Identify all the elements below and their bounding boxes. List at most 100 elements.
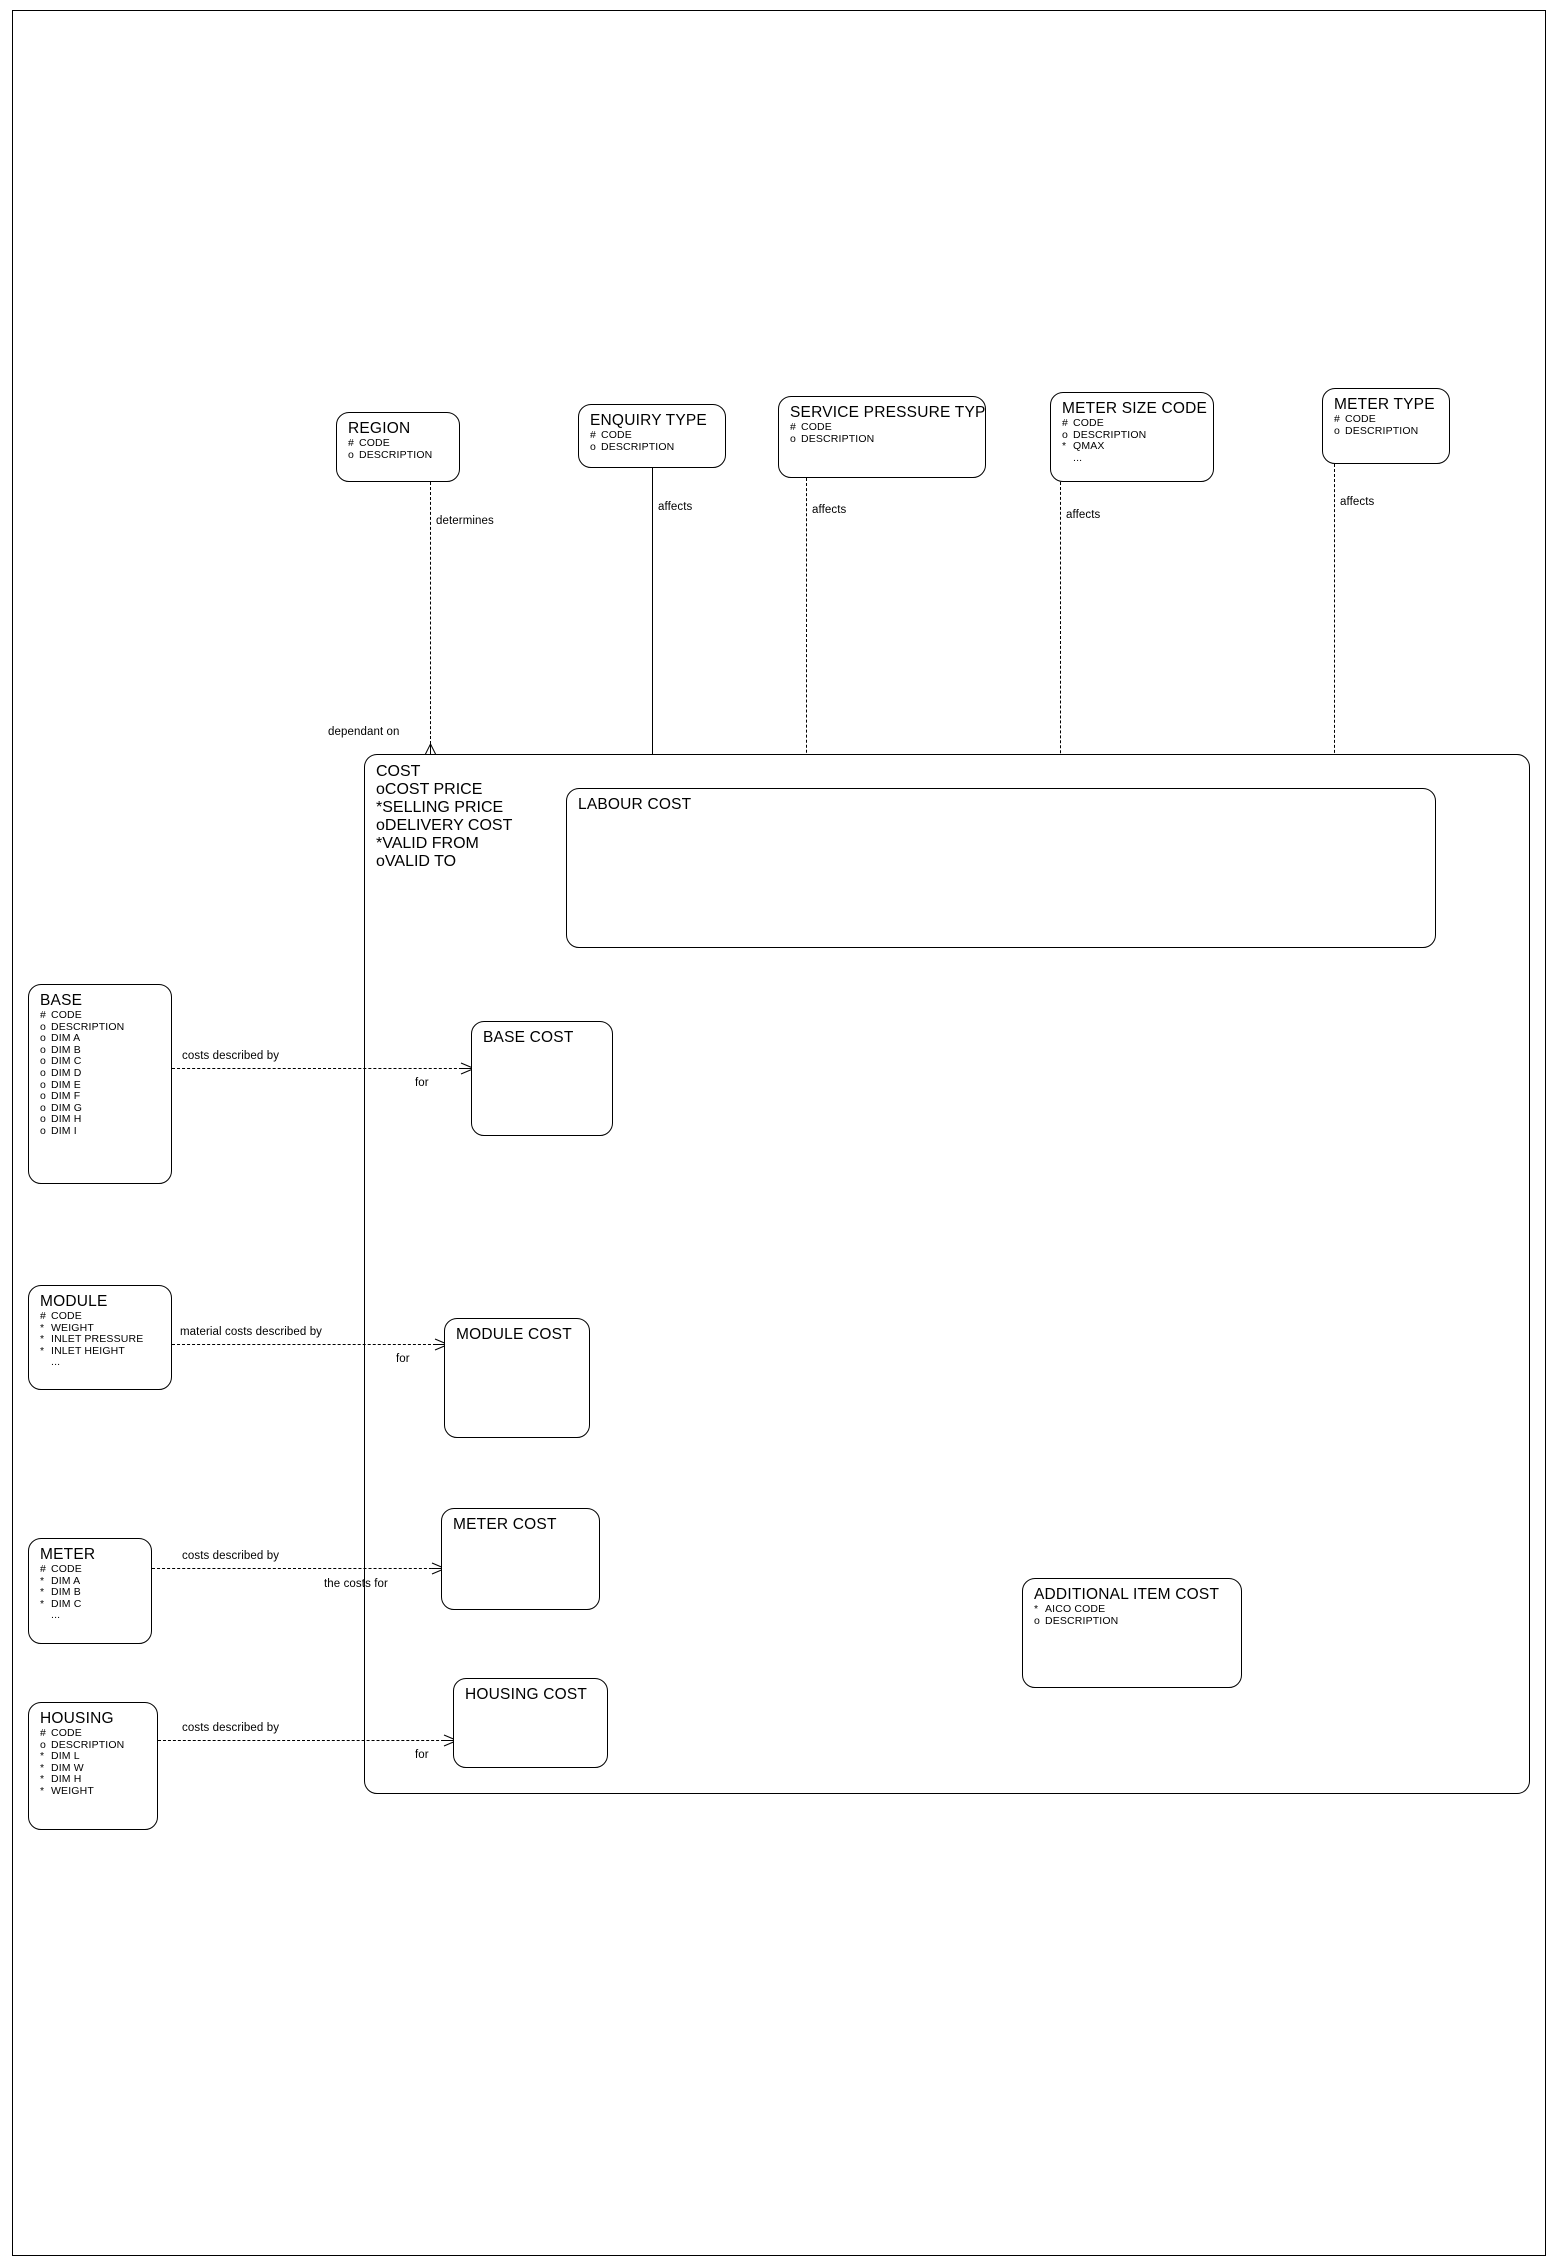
attribute-label: CODE	[51, 1310, 82, 1322]
entity-housing-cost[interactable]: HOUSING COST	[453, 1678, 608, 1768]
connector-module-to-module-cost	[172, 1344, 446, 1345]
attribute-marker: o	[1062, 428, 1068, 441]
entity-cost-attributes: oCOST PRICE *SELLING PRICE oDELIVERY COS…	[376, 781, 512, 871]
attribute-label: DELIVERY COST	[384, 817, 513, 834]
entity-labour-cost[interactable]: LABOUR COST	[566, 788, 1436, 948]
attribute-label: CODE	[359, 437, 390, 449]
attribute-label: VALID FROM	[382, 835, 479, 852]
attribute-label: CODE	[1073, 417, 1104, 429]
attribute-row: oDELIVERY COST	[376, 817, 512, 835]
entity-module[interactable]: MODULE #CODE *WEIGHT *INLET PRESSURE *IN…	[28, 1285, 172, 1390]
entity-cost-text-block: COST oCOST PRICE *SELLING PRICE oDELIVER…	[376, 763, 512, 871]
attribute-label: DIM A	[51, 1574, 81, 1587]
attribute-label: COST PRICE	[384, 781, 483, 798]
attribute-label: CODE	[51, 1563, 82, 1575]
attribute-label: INLET PRESSURE	[51, 1333, 144, 1346]
attribute-label: DESCRIPTION	[51, 1738, 125, 1751]
attribute-label: DIM G	[51, 1101, 83, 1114]
label-meter-costs-described-by: costs described by	[182, 1550, 280, 1562]
entity-base-cost[interactable]: BASE COST	[471, 1021, 613, 1136]
attribute-row: *WEIGHT	[40, 1321, 162, 1335]
label-enquiry-affects: affects	[658, 501, 693, 513]
attribute-marker: o	[40, 1090, 46, 1103]
attribute-row: *DIM W	[40, 1761, 148, 1775]
attribute-marker: o	[1034, 1614, 1040, 1627]
attribute-label: INLET HEIGHT	[51, 1344, 125, 1357]
attribute-marker: o	[376, 817, 385, 834]
attribute-row: *AICO CODE	[1034, 1603, 1232, 1616]
attribute-label: DESCRIPTION	[359, 448, 433, 461]
entity-base-title: BASE	[40, 992, 83, 1009]
attribute-label: DIM F	[51, 1090, 81, 1103]
label-base-cost-for: for	[415, 1077, 429, 1089]
attribute-row: o DIM F	[40, 1090, 162, 1103]
attribute-marker: *	[40, 1574, 45, 1587]
attribute-label: DIM H	[51, 1113, 82, 1126]
attribute-marker: *	[40, 1784, 45, 1797]
attribute-row: oVALID TO	[376, 853, 512, 871]
attribute-row: *QMAX	[1062, 440, 1204, 453]
attribute-label: CODE	[601, 429, 632, 441]
attribute-label: ...	[1073, 451, 1083, 464]
entity-module-cost[interactable]: MODULE COST	[444, 1318, 590, 1438]
attribute-row: *DIM L	[40, 1750, 148, 1763]
attribute-label: DIM H	[51, 1773, 82, 1786]
attribute-marker: o	[376, 781, 385, 798]
attribute-row: #CODE	[40, 1727, 148, 1740]
attribute-marker: #	[40, 1563, 46, 1575]
attribute-label: DIM A	[51, 1032, 81, 1045]
attribute-marker: #	[1062, 417, 1068, 429]
entity-meter-size-code-title: METER SIZE CODE	[1062, 400, 1208, 417]
label-cost-dependant-on: dependant on	[328, 726, 400, 738]
attribute-marker: *	[40, 1333, 45, 1346]
entity-meter-cost[interactable]: METER COST	[441, 1508, 600, 1610]
attribute-marker: *	[376, 835, 383, 852]
entity-service-pressure-type-title: SERVICE PRESSURE TYPE	[790, 404, 986, 421]
attribute-marker: o	[1334, 424, 1340, 437]
attribute-row: * DIM A	[40, 1574, 142, 1588]
attribute-marker: *	[40, 1773, 45, 1786]
attribute-marker: *	[1034, 1603, 1039, 1615]
attribute-marker: *	[40, 1321, 45, 1334]
attribute-row: ...	[40, 1610, 142, 1622]
attribute-row: *INLET HEIGHT	[40, 1344, 162, 1358]
attribute-label: SELLING PRICE	[382, 799, 504, 816]
attribute-label: DIM D	[51, 1066, 82, 1079]
entity-meter-attributes: #CODE *DIM A *DIM B *DIM C ...	[40, 1563, 142, 1622]
connector-enquiry-to-labour-cost	[652, 468, 653, 788]
attribute-row: #CODE	[40, 1009, 162, 1022]
crowsfoot-cost-region	[424, 743, 437, 756]
attribute-marker: o	[40, 1124, 46, 1137]
attribute-marker: #	[40, 1009, 46, 1021]
entity-meter[interactable]: METER #CODE *DIM A *DIM B *DIM C ...	[28, 1538, 152, 1644]
label-housing-cost-for: for	[415, 1749, 429, 1761]
attribute-label: DESCRIPTION	[601, 440, 675, 453]
entity-enquiry-type-title: ENQUIRY TYPE	[590, 412, 707, 429]
attribute-marker: #	[790, 421, 796, 433]
connector-meter-size-to-labour-cost	[1060, 482, 1061, 788]
attribute-marker: *	[40, 1761, 45, 1774]
attribute-label: DIM C	[51, 1597, 82, 1610]
attribute-row: oCOST PRICE	[376, 781, 512, 799]
attribute-row: * INLET PRESSURE	[40, 1333, 162, 1346]
label-module-cost-for: for	[396, 1353, 410, 1365]
